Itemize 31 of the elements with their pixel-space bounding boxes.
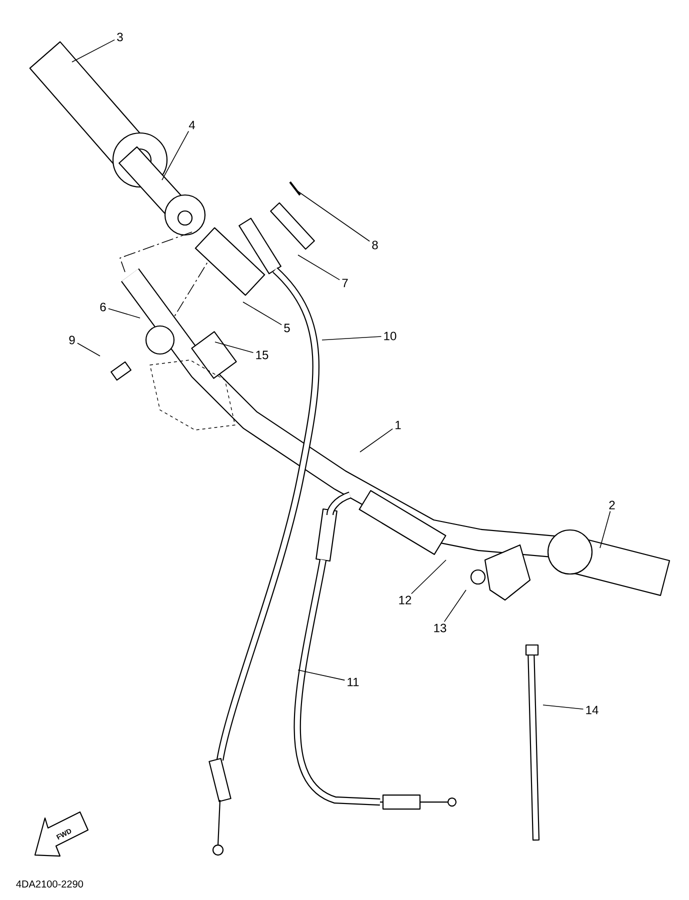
leader-line bbox=[242, 302, 282, 326]
callout-number: 6 bbox=[100, 302, 106, 312]
leader-line bbox=[542, 704, 584, 710]
leader-line bbox=[411, 560, 446, 594]
leader-line bbox=[72, 39, 115, 62]
callout-number: 11 bbox=[348, 678, 359, 686]
callout-number: 14 bbox=[586, 706, 598, 714]
callout-number: 7 bbox=[342, 278, 348, 288]
leader-line bbox=[600, 510, 611, 548]
leader-line bbox=[162, 130, 190, 180]
callout-number: 15 bbox=[256, 350, 268, 360]
callout-number: 2 bbox=[609, 500, 615, 510]
leader-line bbox=[77, 342, 100, 356]
callout-number: 8 bbox=[372, 240, 378, 250]
leader-line bbox=[298, 670, 346, 681]
callout-number: 10 bbox=[384, 332, 396, 340]
leader-line bbox=[444, 590, 466, 622]
leader-line bbox=[214, 342, 254, 353]
leader-line bbox=[108, 308, 140, 318]
leader-line bbox=[298, 254, 340, 280]
callout-number: 12 bbox=[399, 596, 412, 604]
part-code: 4DA2100-2290 bbox=[16, 880, 84, 888]
callout-number: 13 bbox=[434, 624, 446, 632]
callout-number: 1 bbox=[396, 420, 401, 430]
leader-line bbox=[296, 190, 370, 242]
callout-number: 4 bbox=[188, 120, 195, 130]
leader-line bbox=[360, 428, 393, 452]
callout-number: 5 bbox=[284, 324, 290, 332]
callout-number: 9 bbox=[69, 336, 75, 344]
callout-number: 3 bbox=[117, 32, 123, 42]
leader-line bbox=[322, 336, 382, 340]
